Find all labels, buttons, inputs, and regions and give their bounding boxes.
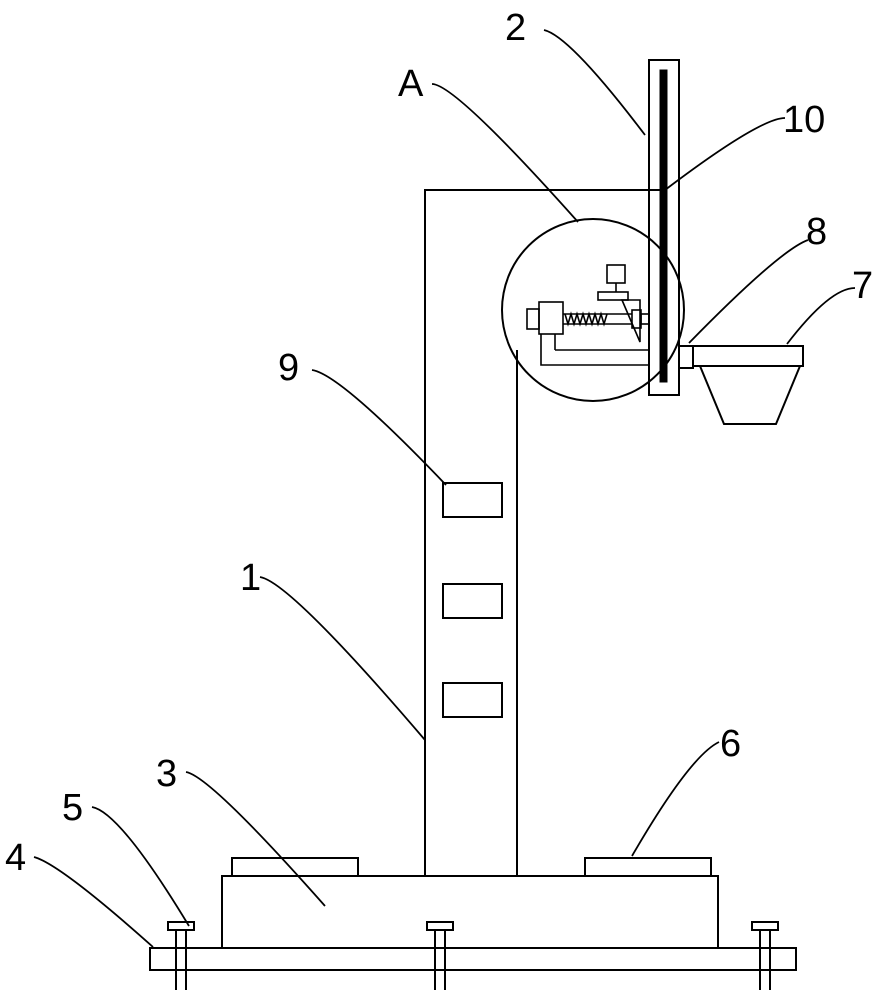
pad-right [584,857,712,877]
leader-lines [33,29,856,948]
label-6: 6 [720,723,741,765]
base-box [221,875,719,949]
base-plate [149,947,797,971]
label-a: A [398,63,424,105]
pad-left [231,857,359,877]
label-10: 10 [783,99,825,141]
label-8: 8 [806,211,827,253]
label-2: 2 [505,7,526,49]
label-7: 7 [852,265,873,307]
hopper [692,345,804,425]
label-9: 9 [278,347,299,389]
column [424,189,660,876]
bolt-right [751,921,779,990]
detail-circle-a [501,218,685,402]
bolt-middle [426,921,454,990]
reference-labels: 2 A 10 8 7 9 1 3 6 5 4 [5,7,873,879]
connector-block [678,345,694,369]
screw-mechanism [526,264,650,366]
label-5: 5 [62,787,83,829]
label-4: 4 [5,837,26,879]
bolt-left [167,921,195,990]
label-3: 3 [156,753,177,795]
column-windows [442,482,503,718]
vertical-rail [648,59,680,396]
label-1: 1 [240,557,261,599]
